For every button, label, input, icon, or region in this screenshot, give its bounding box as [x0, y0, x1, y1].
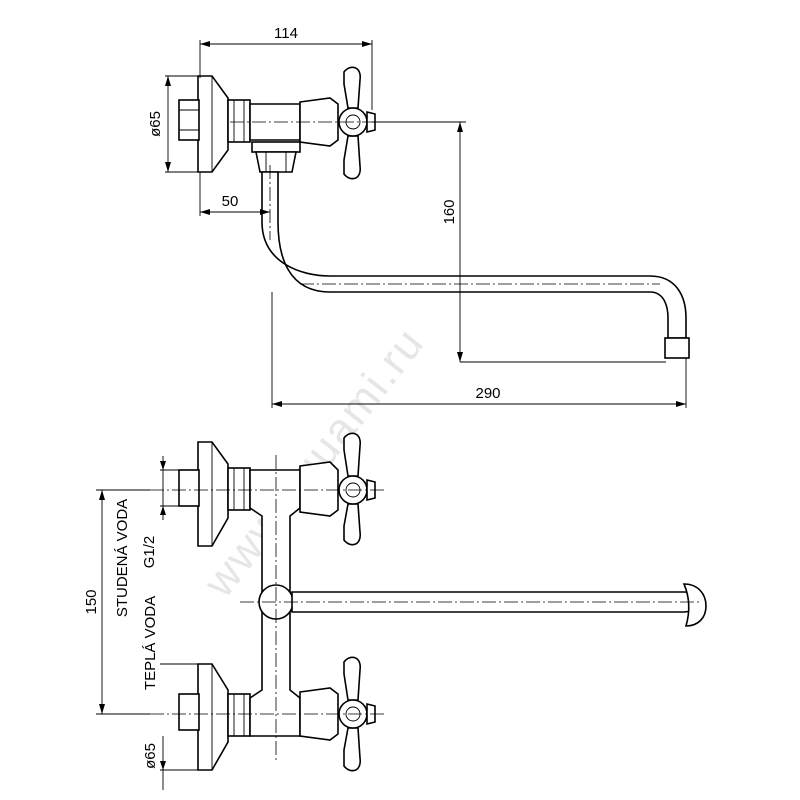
cross-handle-top: [338, 66, 376, 180]
watermark: www.aquami.ru: [194, 318, 434, 606]
dim-flange-diameter-front: ø65: [142, 743, 159, 769]
cross-handle-upper: [338, 432, 376, 546]
wall-flange-top: [178, 75, 251, 173]
dim-50: 50: [222, 193, 239, 210]
label-thread-size: G1/2: [141, 536, 158, 569]
wall-flange-lower: [178, 663, 251, 771]
swivel-spout-top: [261, 171, 690, 359]
top-view: 114 ø65 50 160 290: [147, 25, 690, 408]
spout-front: [291, 583, 707, 627]
dim-flange-diameter-top: ø65: [147, 111, 164, 137]
valve-body-top: [249, 97, 339, 173]
dim-160: 160: [441, 199, 458, 224]
label-cold-water: STUDENÁ VODA: [114, 499, 131, 617]
mixer-body-front: [249, 461, 339, 741]
dim-114: 114: [274, 25, 298, 42]
dim-290: 290: [475, 385, 500, 402]
wall-flange-upper: [178, 441, 251, 547]
dim-150: 150: [83, 589, 100, 614]
front-view: 150 ø65 STUDENÁ VODA G1/2 TEPLÁ VODA: [83, 432, 707, 790]
label-hot-water: TEPLÁ VODA: [142, 596, 159, 690]
